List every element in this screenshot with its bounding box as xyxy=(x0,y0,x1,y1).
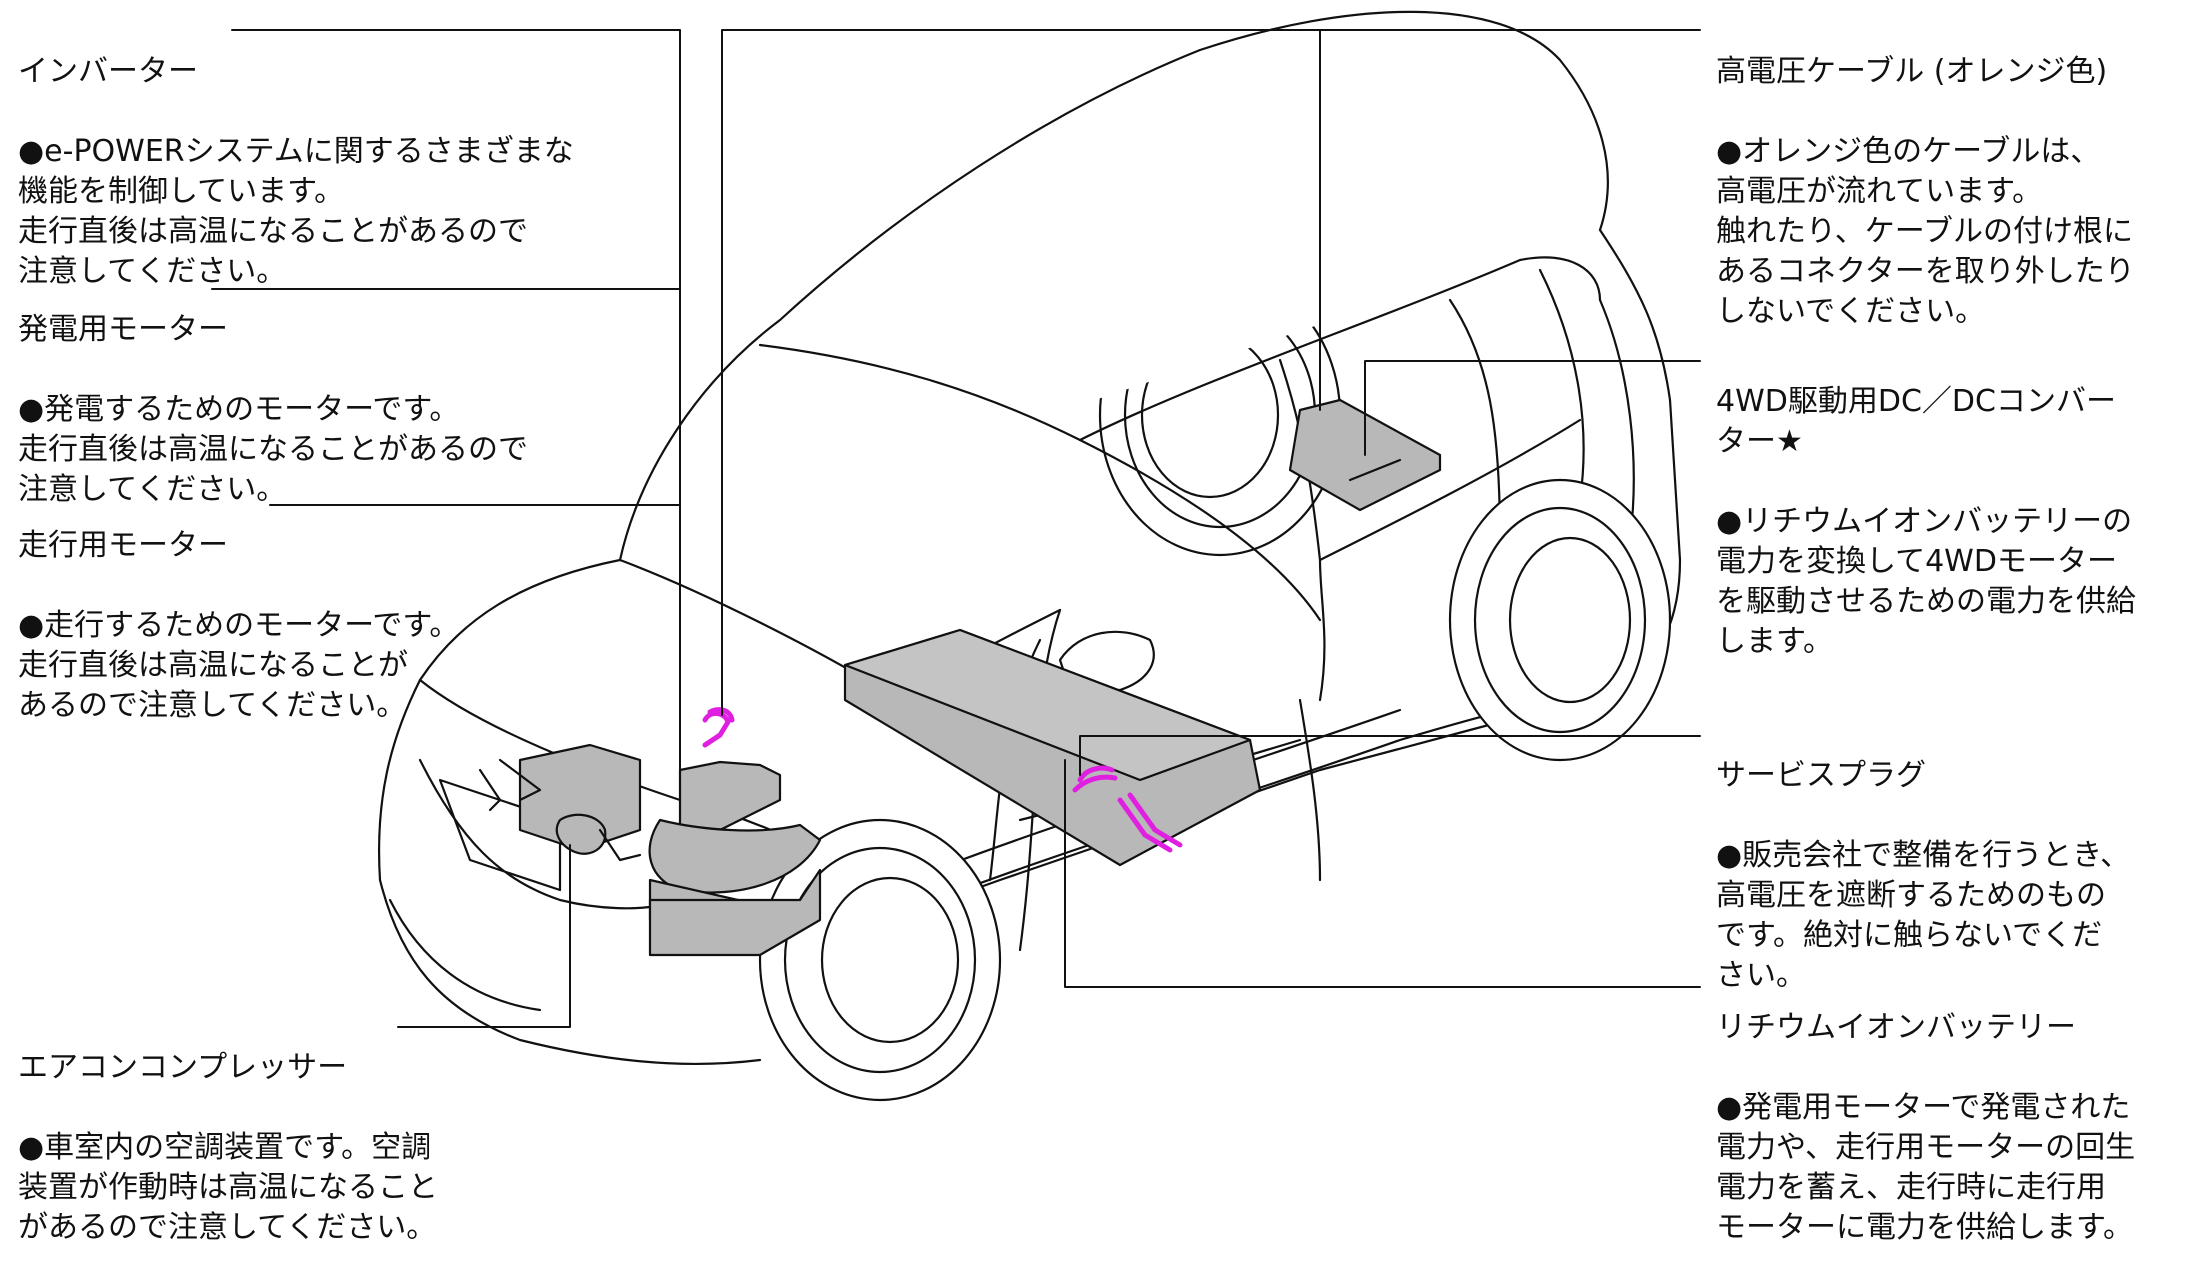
dcdc-converter-description: ●リチウムイオンバッテリーの 電力を変換して4WDモーター を駆動させるための電… xyxy=(1716,504,2136,659)
label-generator-motor: 発電用モーター ●発電するためのモーターです。 走行直後は高温になることがあるの… xyxy=(18,270,528,550)
label-service-plug: サービスプラグ ●販売会社で整備を行うとき、 高電圧を遮断するためのもの です。… xyxy=(1716,716,2130,1036)
label-inverter: インバーター ●e-POWERシステムに関するさまざまな 機能を制御しています。… xyxy=(18,12,574,332)
hv-cable-title: 高電圧ケーブル (オレンジ色) xyxy=(1716,54,2108,89)
label-dcdc-converter: 4WD駆動用DC／DCコンバー ター★ ●リチウムイオンバッテリーの 電力を変換… xyxy=(1716,342,2136,702)
leader-li-battery xyxy=(1064,759,1701,988)
hv-cable-description: ●オレンジ色のケーブルは、 高電圧が流れています。 触れたり、ケーブルの付け根に… xyxy=(1716,134,2135,329)
leader-lines xyxy=(211,29,1701,1028)
traction-motor-description: ●走行するためのモーターです。 走行直後は高温になることが あるので注意してくだ… xyxy=(18,608,460,723)
engine-bay xyxy=(478,743,822,957)
traction-motor-title: 走行用モーター xyxy=(18,528,228,563)
inverter-title: インバーター xyxy=(18,54,198,89)
engine-block xyxy=(518,743,642,852)
service-plug-description: ●販売会社で整備を行うとき、 高電圧を遮断するためのもの です。絶対に触らないで… xyxy=(1716,838,2131,993)
lower-engine-bay xyxy=(648,868,822,957)
leader-hv-cable-front xyxy=(721,29,1321,716)
rear-right-wheel xyxy=(1448,478,1672,762)
leader-service-plug xyxy=(1079,735,1701,776)
lithium-ion-battery xyxy=(843,628,1262,867)
ac-compressor-title: エアコンコンプレッサー xyxy=(18,1050,348,1085)
inverter-unit xyxy=(678,760,782,832)
traction-motor-unit xyxy=(648,818,822,894)
car-body xyxy=(377,10,1682,1066)
label-hv-cable: 高電圧ケーブル (オレンジ色) ●オレンジ色のケーブルは、 高電圧が流れています… xyxy=(1716,12,2135,372)
hv-cable-front xyxy=(702,711,731,748)
leader-ac-compressor xyxy=(397,844,571,1028)
hv-cable-battery-plug xyxy=(1077,765,1115,783)
inverter-description: ●e-POWERシステムに関するさまざまな 機能を制御しています。 走行直後は高… xyxy=(18,134,574,289)
generator-motor-title: 発電用モーター xyxy=(18,312,228,347)
ac-compressor-unit xyxy=(555,813,607,855)
leader-dcdc-converter xyxy=(1364,360,1701,456)
li-battery-title: リチウムイオンバッテリー xyxy=(1716,1010,2076,1045)
leader-inverter xyxy=(231,29,681,781)
generator-motor-description: ●発電するためのモーターです。 走行直後は高温になることがあるので 注意してくだ… xyxy=(18,392,528,507)
dcdc-converter-title: 4WD駆動用DC／DCコンバー ター★ xyxy=(1716,384,2116,459)
hv-cable-rear xyxy=(1117,797,1173,853)
service-plug-title: サービスプラグ xyxy=(1716,758,1926,793)
label-traction-motor: 走行用モーター ●走行するためのモーターです。 走行直後は高温になることが ある… xyxy=(18,486,459,766)
car-diagram xyxy=(211,10,1701,1102)
